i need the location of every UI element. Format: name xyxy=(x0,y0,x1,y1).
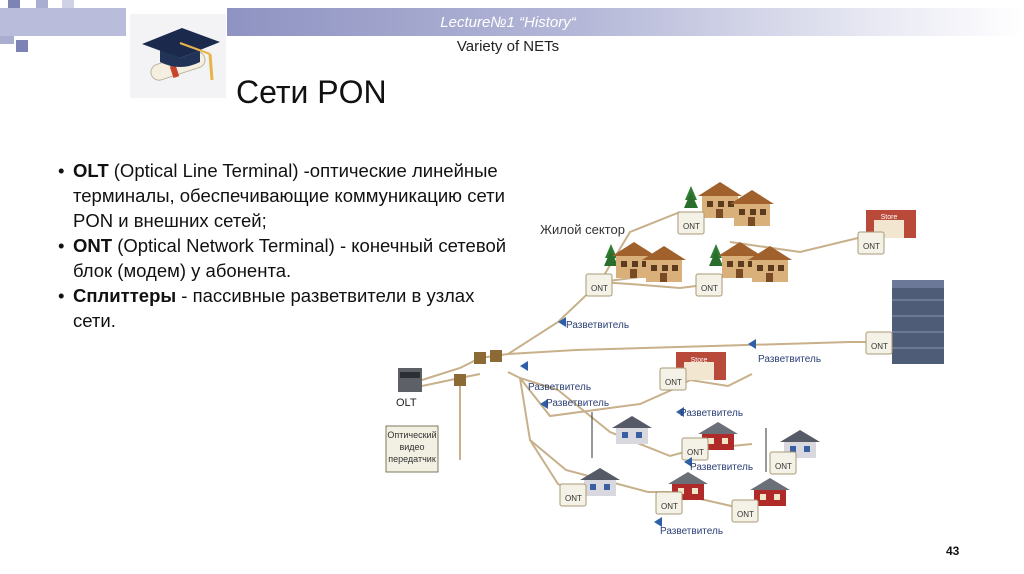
node-box xyxy=(474,352,486,364)
term-ont: ONT xyxy=(73,235,113,256)
definition-ont: (Optical Network Terminal) - конечный се… xyxy=(73,235,507,281)
node-box xyxy=(490,350,502,362)
store-label-2: Store xyxy=(691,357,708,364)
ont-label: ONT xyxy=(565,494,582,503)
ont-label: ONT xyxy=(737,510,754,519)
lecture-subtitle: Variety of NETs xyxy=(456,38,560,55)
olt-device: OLT xyxy=(396,368,422,409)
bullet-list: •OLT (Optical Line Terminal) -оптические… xyxy=(58,158,513,333)
graduation-cap-icon xyxy=(130,14,226,98)
bullet-olt: •OLT (Optical Line Terminal) -оптические… xyxy=(58,160,505,231)
ont-label: ONT xyxy=(871,342,888,351)
splitter-label: Разветвитель xyxy=(546,398,609,409)
ont-label: ONT xyxy=(683,222,700,231)
video-label-3: передатчик xyxy=(388,454,436,464)
splitter-label: Разветвитель xyxy=(680,408,743,419)
term-olt: OLT xyxy=(73,160,109,181)
header-left-bar xyxy=(0,8,126,36)
splitter-label: Разветвитель xyxy=(566,320,629,331)
lecture-title: Lecture№1 “History“ xyxy=(440,14,576,31)
ont-label: ONT xyxy=(591,284,608,293)
node-box xyxy=(454,374,466,386)
residential-label: Жилой сектор xyxy=(540,222,625,237)
ont-boxes: ONT ONT ONT ONT ONT ONT ONT ONT ONT ONT … xyxy=(559,211,893,523)
pon-network-diagram: OLT Оптический видео передатчик Жилой се… xyxy=(385,182,944,537)
olt-label: OLT xyxy=(396,397,417,409)
ont-label: ONT xyxy=(775,462,792,471)
header-band xyxy=(227,8,1024,36)
splitter-label: Разветвитель xyxy=(528,382,591,393)
definition-olt: (Optical Line Terminal) -оптические лине… xyxy=(73,160,505,231)
term-splitters: Сплиттеры xyxy=(73,285,177,306)
bullet-splitters: •Сплиттеры - пассивные разветвители в уз… xyxy=(58,285,475,331)
office-tower xyxy=(892,280,944,364)
slide-title: Сети PON xyxy=(236,74,387,110)
video-transmitter: Оптический видео передатчик xyxy=(385,425,439,473)
page-number: 43 xyxy=(946,544,960,558)
definition-splitters: - пассивные разветвители в узлах сети. xyxy=(73,285,475,331)
ont-label: ONT xyxy=(701,284,718,293)
video-label-1: Оптический xyxy=(387,430,436,440)
splitter-label: Разветвитель xyxy=(660,526,723,537)
splitter-label: Разветвитель xyxy=(758,354,821,365)
splitter-label: Разветвитель xyxy=(690,462,753,473)
splitter-labels: Разветвитель Разветвитель Разветвитель Р… xyxy=(528,320,821,537)
ont-label: ONT xyxy=(661,502,678,511)
ont-label: ONT xyxy=(687,448,704,457)
bullet-ont: •ONT (Optical Network Terminal) - конечн… xyxy=(58,235,507,281)
video-label-2: видео xyxy=(399,442,424,452)
store-label: Store xyxy=(881,214,898,221)
small-houses xyxy=(580,412,820,506)
ont-label: ONT xyxy=(665,378,682,387)
ont-label: ONT xyxy=(863,242,880,251)
